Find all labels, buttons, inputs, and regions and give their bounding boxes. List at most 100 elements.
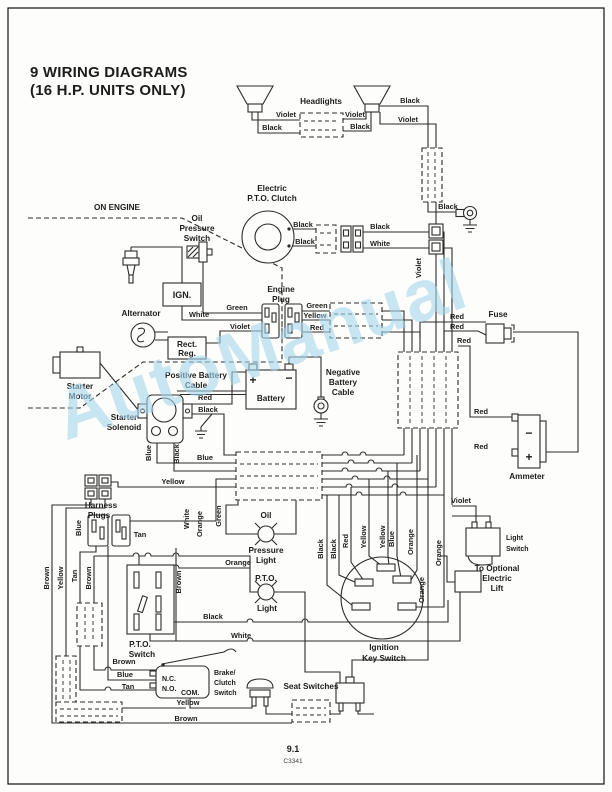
- light-switch-icon: [465, 521, 501, 566]
- labels: Headlights Electric P.T.O. Clutch ON ENG…: [42, 96, 546, 723]
- seat-harness: [291, 699, 331, 723]
- electric-pto-clutch-icon: [241, 210, 295, 264]
- label-negative: Negative: [326, 368, 361, 377]
- headlight-connector: [299, 112, 344, 138]
- battery-icon: [245, 363, 297, 410]
- wire-label-yellow: Yellow: [161, 477, 184, 486]
- brake-clutch-switch-icon: [149, 663, 210, 699]
- wire-label-black: Black: [316, 538, 325, 559]
- wire-label-white: White: [189, 310, 209, 319]
- label-switch: Switch: [184, 234, 210, 243]
- left-harness-horizontal: [55, 701, 123, 723]
- main-harness: [397, 351, 459, 429]
- label-on-engine: ON ENGINE: [94, 203, 140, 212]
- label-pressure: Pressure: [179, 224, 214, 233]
- wire-label-red: Red: [198, 393, 212, 402]
- headlight-left-icon: [236, 85, 274, 113]
- oil-pressure-switch-icon: [186, 241, 213, 263]
- label-light-switch-switch: Switch: [506, 546, 529, 553]
- wire-label-brown: Brown: [113, 657, 136, 666]
- label-ammeter: Ammeter: [509, 472, 545, 481]
- label-rect: Rect.: [177, 340, 197, 349]
- wire-label-red: Red: [474, 407, 488, 416]
- wire-label-white: White: [182, 509, 191, 529]
- wire-label-black: Black: [438, 202, 459, 211]
- label-negative-cable: Cable: [332, 388, 355, 397]
- wire-label-red: Red: [341, 534, 350, 548]
- wire-label-orange: Orange: [195, 511, 204, 537]
- wire-label-tan: Tan: [134, 530, 147, 539]
- wire-label-white: White: [370, 239, 390, 248]
- alternator-icon: [130, 322, 156, 348]
- label-nc: N.C.: [162, 676, 176, 683]
- clutch-connector: [315, 224, 337, 254]
- label-no: N.O.: [162, 686, 176, 693]
- left-harness-vertical: [55, 655, 77, 707]
- wire-label-orange: Orange: [406, 529, 415, 555]
- label-positive-battery: Positive Battery: [165, 371, 227, 380]
- wire-label-yellow: Yellow: [56, 566, 65, 589]
- ignition-terminals: [351, 563, 417, 611]
- wire-label-brown: Brown: [42, 566, 51, 589]
- starter-solenoid-icon: [137, 394, 207, 444]
- wire-label-black: Black: [293, 220, 314, 229]
- label-pto-clutch: P.T.O. Clutch: [247, 194, 296, 203]
- ground-ring-terminal-icon: [455, 205, 478, 233]
- wire-label-black: Black: [400, 96, 421, 105]
- page-title-line1: 9 WIRING DIAGRAMS: [30, 64, 188, 81]
- label-starter: Starter: [67, 382, 94, 391]
- label-solenoid: Solenoid: [107, 423, 142, 432]
- harness-blocks: [55, 112, 459, 723]
- label-lift-lift: Lift: [491, 584, 504, 593]
- negative-ground-icon: [313, 396, 329, 427]
- label-brake: Brake/: [214, 670, 235, 677]
- wire-label-blue: Blue: [197, 453, 213, 462]
- wire-label-blue: Blue: [74, 520, 83, 536]
- seat-switch-box-icon: [335, 676, 365, 712]
- wire-label-green: Green: [306, 301, 328, 310]
- wire-label-tan: Tan: [70, 569, 79, 582]
- label-pto-switch-switch: Switch: [129, 650, 155, 659]
- wire-label-white: White: [231, 631, 251, 640]
- label-engine: Engine: [267, 285, 295, 294]
- label-ign: IGN.: [173, 290, 192, 300]
- page-number: 9.1: [287, 744, 300, 754]
- pto-switch-icon: [126, 564, 175, 635]
- oil-pressure-light-icon: [254, 522, 278, 546]
- wire-label-violet: Violet: [345, 110, 366, 119]
- battery-plus: +: [249, 373, 256, 387]
- wire-label-violet: Violet: [230, 322, 251, 331]
- label-alternator: Alternator: [121, 309, 161, 318]
- wire-label-green: Green: [214, 505, 223, 527]
- on-engine-boundary: [28, 217, 283, 409]
- wires: [51, 105, 579, 724]
- spark-plug-icon: [122, 247, 140, 284]
- label-clutch: Clutch: [214, 680, 236, 687]
- wire-label-yellow: Yellow: [359, 525, 368, 548]
- wire-label-black: Black: [350, 122, 371, 131]
- label-battery: Battery: [257, 394, 286, 403]
- electric-lift-box: [454, 570, 482, 593]
- page-border: [7, 7, 605, 785]
- wire-label-yellow: Yellow: [303, 311, 326, 320]
- components: [52, 85, 547, 712]
- ammeter-icon: [511, 413, 547, 469]
- wire-label-yellow: Yellow: [176, 698, 199, 707]
- label-fuse: Fuse: [488, 310, 508, 319]
- label-motor: Motor: [69, 392, 93, 401]
- wire-label-red: Red: [450, 322, 464, 331]
- wire-label-orange: Orange: [417, 577, 426, 603]
- ammeter-plus: +: [525, 450, 532, 464]
- pto-light-icon: [254, 580, 278, 604]
- wire-label-orange: Orange: [225, 558, 251, 567]
- label-plug: Plug: [272, 295, 290, 304]
- starter-motor-icon: [52, 346, 101, 379]
- label-seat-switches: Seat Switches: [283, 682, 339, 691]
- label-pto-light-light: Light: [257, 604, 277, 613]
- label-oil-light-light: Light: [256, 556, 276, 565]
- label-lift-electric: Electric: [482, 574, 512, 583]
- wire-label-blue: Blue: [144, 445, 153, 461]
- wire-label-red: Red: [450, 312, 464, 321]
